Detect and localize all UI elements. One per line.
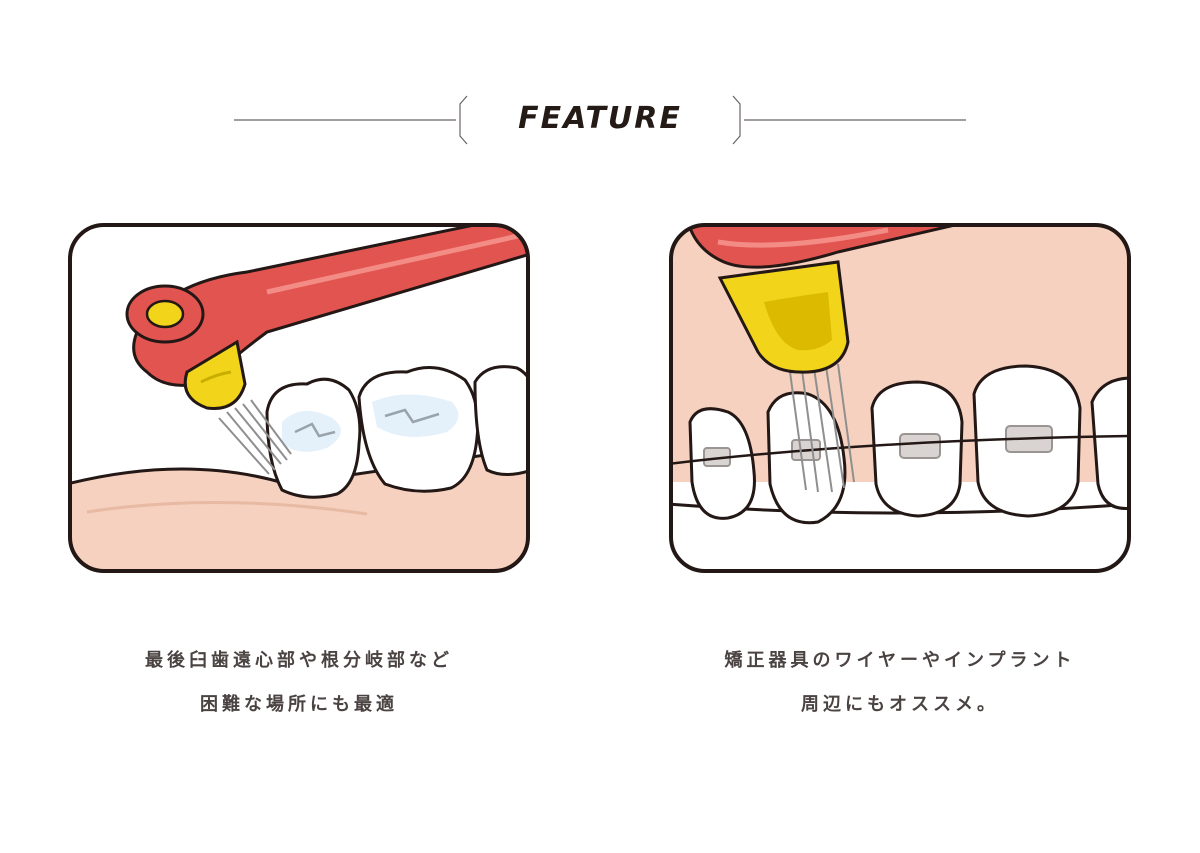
molar-teeth — [265, 365, 528, 499]
toothbrush-braces-illustration — [668, 222, 1132, 574]
section-title: FEATURE — [518, 101, 682, 136]
toothbrush-molars-illustration — [67, 222, 531, 574]
feature-caption-braces: 矯正器具のワイヤーやインプラント 周辺にもオススメ。 — [620, 646, 1180, 734]
section-header: FEATURE — [0, 90, 1200, 150]
caption-line: 最後臼歯遠心部や根分岐部など — [145, 650, 453, 671]
caption-line: 周辺にもオススメ。 — [801, 694, 999, 715]
toothbrush-bristles — [789, 363, 855, 493]
toothbrush-handle — [686, 225, 969, 374]
caption-line: 困難な場所にも最適 — [200, 694, 398, 715]
feature-caption-molars: 最後臼歯遠心部や根分岐部など 困難な場所にも最適 — [19, 646, 579, 734]
braces-wire — [671, 434, 1129, 466]
header-decoration — [234, 95, 966, 145]
toothbrush-bristles — [218, 399, 292, 475]
caption-line: 矯正器具のワイヤーやインプラント — [724, 650, 1076, 671]
toothbrush-handle — [125, 225, 528, 410]
